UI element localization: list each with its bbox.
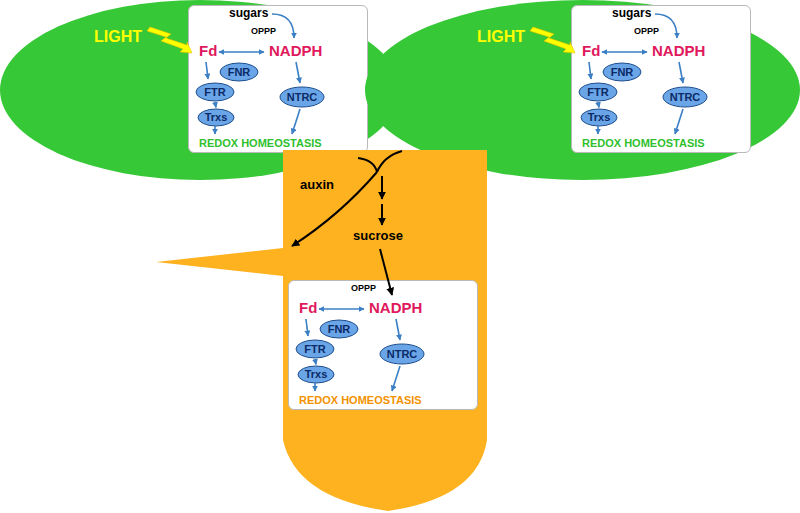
- label-text: Fd: [582, 42, 600, 59]
- enzyme-label: Trxs: [305, 368, 328, 380]
- plastid-panel: sugarsOPPP Fd NADPH REDOX HOMEOSTASIS FNRFTR…: [188, 5, 368, 153]
- auxin-arrow: [292, 172, 377, 246]
- enzyme-label: NTRC: [670, 91, 701, 103]
- enzyme-label: FTR: [204, 86, 225, 98]
- label-text: NADPH: [369, 299, 422, 316]
- enzyme-label: FTR: [587, 86, 608, 98]
- enzyme-shape: [196, 83, 234, 101]
- enzyme-shape: [579, 83, 617, 101]
- enzyme-ellipse: FNR: [319, 319, 359, 339]
- enzyme-ellipse: FNR: [602, 62, 642, 82]
- sugar-arrow: [272, 14, 294, 38]
- enzyme-ellipse: Trxs: [580, 108, 618, 127]
- enzyme-ellipse: NTRC: [379, 343, 425, 365]
- label-text: Fd: [299, 299, 317, 316]
- enzyme-label: Trxs: [588, 111, 611, 123]
- transport-arrow: [377, 151, 402, 172]
- panel-arrows: [306, 309, 400, 391]
- label-text: OPPP: [634, 26, 659, 36]
- sugar-arrow: [655, 14, 677, 38]
- label-text: sugars: [612, 7, 651, 21]
- label-text: REDOX HOMEOSTASIS: [582, 137, 705, 150]
- label-text: OPPP: [251, 26, 276, 36]
- enzyme-ellipse: Trxs: [297, 365, 335, 384]
- enzyme-shape: [280, 87, 324, 107]
- lightning-bolt: [530, 27, 575, 53]
- enzyme-label: FNR: [228, 66, 251, 78]
- enzyme-label: NTRC: [387, 348, 418, 360]
- enzyme-ellipse: FNR: [219, 62, 259, 82]
- enzyme-label: Trxs: [205, 111, 228, 123]
- enzyme-label: FTR: [304, 343, 325, 355]
- enzyme-label: FNR: [328, 323, 351, 335]
- enzyme-shape: [663, 87, 707, 107]
- reaction-arrow: [598, 103, 599, 108]
- sucrose-arrow: [381, 176, 383, 199]
- enzyme-shape: [380, 344, 424, 364]
- label-text: NADPH: [652, 42, 705, 59]
- root-shape: [156, 150, 487, 511]
- label-text: Fd: [199, 42, 217, 59]
- root-body: auxin sucroseOPPP Fd NADPH REDOX HOMEOSTASIS…: [150, 145, 490, 513]
- enzyme-label: NTRC: [287, 91, 318, 103]
- enzyme-shape: [198, 109, 234, 126]
- reaction-arrow: [315, 360, 316, 365]
- enzyme-label: FNR: [611, 66, 634, 78]
- sucrose-arrow: [381, 204, 383, 225]
- lightning-bolt: [147, 27, 192, 53]
- label-text: NADPH: [269, 42, 322, 59]
- enzyme-ellipse: NTRC: [279, 86, 325, 108]
- enzyme-shape: [320, 320, 358, 338]
- label-text: sugars: [229, 7, 268, 21]
- enzyme-shape: [581, 109, 617, 126]
- enzyme-ellipse: Trxs: [197, 108, 235, 127]
- label-text: sucrose: [353, 229, 403, 244]
- plastid-panel: OPPP Fd NADPH REDOX HOMEOSTASIS FNRFTR Trxs NT…: [288, 280, 478, 410]
- label-text: REDOX HOMEOSTASIS: [199, 137, 322, 150]
- enzyme-ellipse: FTR: [295, 339, 335, 359]
- enzyme-shape: [220, 63, 258, 81]
- enzyme-shape: [298, 366, 334, 383]
- plastid-panel: sugarsOPPP Fd NADPH REDOX HOMEOSTASIS FNRFTR…: [571, 5, 751, 153]
- sucrose-arrow: [380, 249, 392, 295]
- label-text: LIGHT: [477, 28, 525, 46]
- enzyme-shape: [296, 340, 334, 358]
- enzyme-ellipse: FTR: [195, 82, 235, 102]
- panel-arrows: [206, 52, 300, 134]
- enzyme-shape: [603, 63, 641, 81]
- enzyme-ellipse: FTR: [578, 82, 618, 102]
- panel-arrows: [589, 52, 683, 134]
- enzyme-ellipse: NTRC: [662, 86, 708, 108]
- label-text: REDOX HOMEOSTASIS: [299, 394, 422, 407]
- reaction-arrow: [215, 103, 216, 108]
- transport-arrow: [358, 158, 377, 172]
- label-text: OPPP: [351, 283, 376, 293]
- label-text: auxin: [300, 178, 334, 193]
- label-text: LIGHT: [94, 28, 142, 46]
